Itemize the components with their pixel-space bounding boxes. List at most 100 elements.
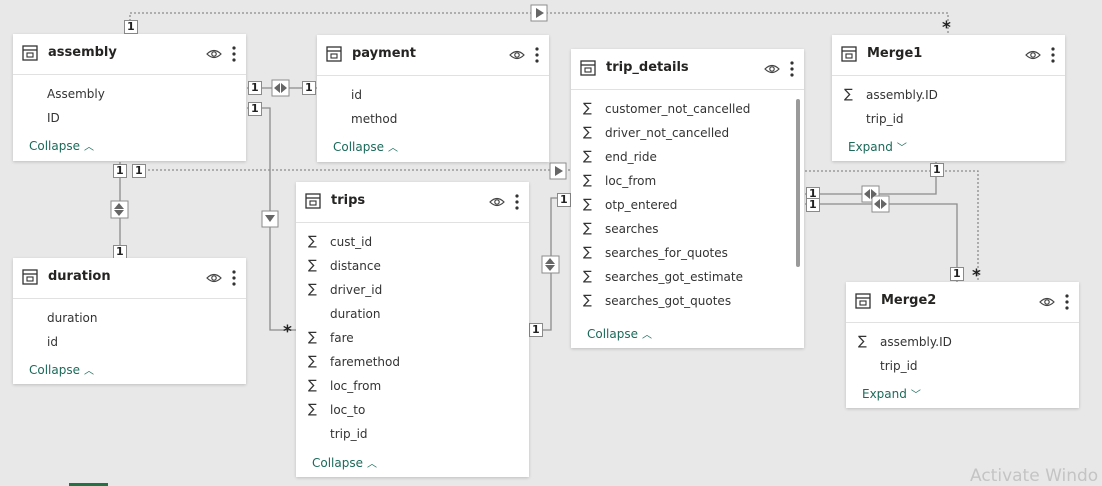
- field-row[interactable]: ∑fare: [308, 330, 354, 345]
- table-title: assembly: [48, 45, 117, 60]
- table-card-merge1[interactable]: Merge1 ∑assembly.ID trip_id Expand﹀: [832, 35, 1065, 161]
- field-row[interactable]: ∑customer_not_cancelled: [583, 101, 751, 116]
- sigma-icon: ∑: [308, 282, 317, 297]
- rel-line-merge1-merge2: [805, 170, 979, 282]
- chevron-up-icon: ︿: [84, 366, 94, 377]
- collapse-button[interactable]: Collapse︿: [333, 140, 398, 154]
- direction-marker-trips-tripdetails: [541, 255, 560, 274]
- cardinality-one: 1: [950, 267, 964, 281]
- cardinality-one: 1: [806, 187, 820, 201]
- cardinality-one: 1: [113, 164, 127, 178]
- sigma-icon: ∑: [308, 330, 317, 345]
- collapse-button[interactable]: Collapse︿: [29, 363, 94, 377]
- field-row[interactable]: ∑faremethod: [308, 354, 400, 369]
- field-row[interactable]: trip_id: [866, 112, 904, 126]
- field-row[interactable]: id: [47, 335, 58, 349]
- arrow-both: [114, 203, 124, 216]
- field-row[interactable]: ∑searches_for_quotes: [583, 245, 728, 260]
- table-card-trips[interactable]: trips ∑cust_id ∑distance ∑driver_id dura…: [296, 182, 529, 477]
- more-options-icon[interactable]: [1065, 294, 1069, 310]
- field-row[interactable]: Assembly: [47, 87, 105, 101]
- table-header[interactable]: assembly: [13, 34, 246, 75]
- table-title: payment: [352, 46, 416, 61]
- field-row[interactable]: duration: [330, 307, 381, 321]
- direction-marker-tripdetails-merge2: [871, 195, 890, 213]
- sigma-icon: ∑: [583, 101, 592, 116]
- field-row[interactable]: trip_id: [330, 427, 368, 441]
- sigma-icon: ∑: [308, 354, 317, 369]
- field-row[interactable]: ∑searches_got_estimate: [583, 269, 743, 284]
- table-header[interactable]: trip_details: [571, 49, 804, 90]
- table-header[interactable]: duration: [13, 258, 246, 299]
- cardinality-many: *: [972, 266, 981, 286]
- more-options-icon[interactable]: [790, 61, 794, 77]
- scrollbar[interactable]: [796, 99, 800, 267]
- sigma-icon: ∑: [858, 334, 867, 349]
- table-title: Merge1: [867, 46, 923, 61]
- field-row[interactable]: id: [351, 88, 362, 102]
- collapse-button[interactable]: Collapse︿: [587, 327, 652, 341]
- field-row[interactable]: ID: [47, 111, 60, 125]
- field-row[interactable]: ∑end_ride: [583, 149, 657, 164]
- arrow-both: [274, 83, 287, 93]
- arrow-both: [545, 258, 555, 271]
- field-row[interactable]: ∑searches_got_quotes: [583, 293, 732, 308]
- cardinality-one: 1: [248, 81, 262, 95]
- table-card-assembly[interactable]: assembly Assembly ID Collapse︿: [13, 34, 246, 161]
- table-card-trip-details[interactable]: trip_details ∑customer_not_cancelled ∑dr…: [571, 49, 804, 348]
- field-row[interactable]: ∑loc_from: [308, 378, 382, 393]
- collapse-button[interactable]: Collapse︿: [312, 456, 377, 470]
- cardinality-one: 1: [248, 102, 262, 116]
- field-row[interactable]: ∑loc_to: [308, 402, 366, 417]
- eye-icon[interactable]: [489, 196, 505, 208]
- table-icon: [580, 60, 596, 76]
- more-options-icon[interactable]: [535, 47, 539, 63]
- field-row[interactable]: ∑otp_entered: [583, 197, 678, 212]
- field-list: ∑assembly.ID trip_id: [832, 76, 1065, 132]
- eye-icon[interactable]: [206, 272, 222, 284]
- more-options-icon[interactable]: [232, 270, 236, 286]
- rel-line-tripdetails-merge2: [805, 203, 958, 282]
- table-card-payment[interactable]: payment id method Collapse︿: [317, 35, 549, 162]
- eye-icon[interactable]: [1039, 296, 1055, 308]
- field-list: duration id: [13, 299, 246, 355]
- eye-icon[interactable]: [206, 48, 222, 60]
- table-title: Merge2: [881, 293, 937, 308]
- field-row[interactable]: ∑distance: [308, 258, 381, 273]
- field-row[interactable]: ∑driver_not_cancelled: [583, 125, 730, 140]
- arrow-down: [265, 215, 275, 222]
- table-header[interactable]: payment: [317, 35, 549, 76]
- field-row[interactable]: ∑assembly.ID: [858, 334, 952, 349]
- sigma-icon: ∑: [583, 173, 592, 188]
- eye-icon[interactable]: [1025, 49, 1041, 61]
- more-options-icon[interactable]: [1051, 47, 1055, 63]
- table-card-merge2[interactable]: Merge2 ∑assembly.ID trip_id Expand﹀: [846, 282, 1079, 408]
- collapse-button[interactable]: Collapse︿: [29, 139, 94, 153]
- field-row[interactable]: ∑searches: [583, 221, 659, 236]
- field-row[interactable]: ∑assembly.ID: [844, 87, 938, 102]
- cardinality-one: 1: [124, 20, 138, 34]
- eye-icon[interactable]: [509, 49, 525, 61]
- field-row[interactable]: ∑driver_id: [308, 282, 383, 297]
- more-options-icon[interactable]: [515, 194, 519, 210]
- field-row[interactable]: duration: [47, 311, 98, 325]
- chevron-up-icon: ︿: [388, 143, 398, 154]
- expand-button[interactable]: Expand﹀: [848, 140, 907, 154]
- table-header[interactable]: Merge1: [832, 35, 1065, 76]
- table-card-duration[interactable]: duration duration id Collapse︿: [13, 258, 246, 384]
- page-tab-indicator[interactable]: [69, 483, 108, 486]
- table-header[interactable]: Merge2: [846, 282, 1079, 323]
- field-row[interactable]: ∑loc_from: [583, 173, 657, 188]
- field-list: Assembly ID: [13, 75, 246, 131]
- field-row[interactable]: trip_id: [880, 359, 918, 373]
- sigma-icon: ∑: [583, 245, 592, 260]
- more-options-icon[interactable]: [232, 46, 236, 62]
- table-header[interactable]: trips: [296, 182, 529, 223]
- expand-button[interactable]: Expand﹀: [862, 387, 921, 401]
- field-row[interactable]: method: [351, 112, 398, 126]
- eye-icon[interactable]: [764, 63, 780, 75]
- field-row[interactable]: ∑cust_id: [308, 234, 373, 249]
- sigma-icon: ∑: [583, 149, 592, 164]
- cardinality-one: 1: [557, 193, 571, 207]
